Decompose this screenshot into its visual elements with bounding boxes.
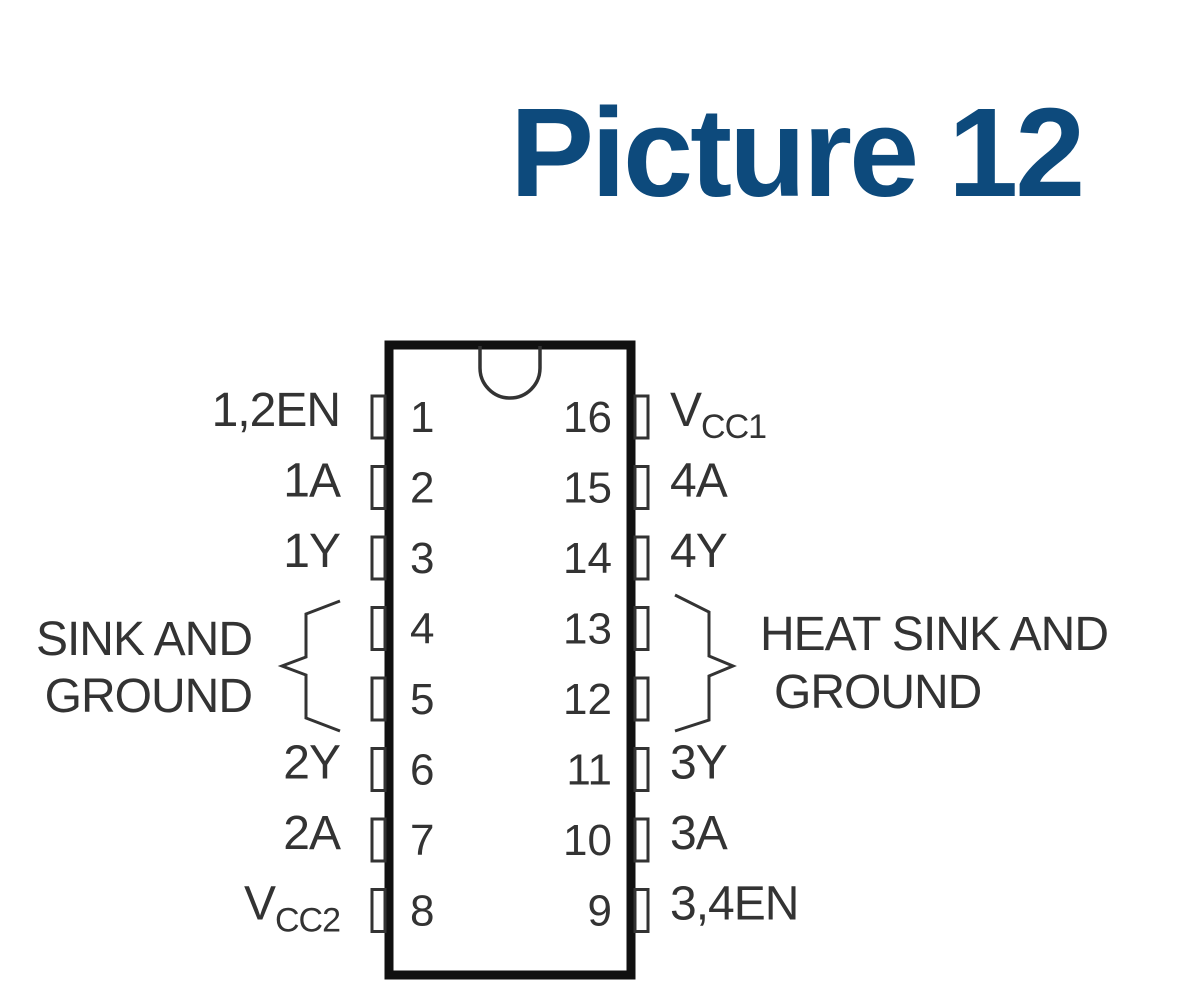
right-group-label-line2: GROUND bbox=[774, 666, 981, 719]
pin-label-right-2: 4A bbox=[670, 455, 728, 508]
pin-lead-left-4 bbox=[370, 606, 387, 651]
pin-number-left-5: 5 bbox=[410, 675, 434, 724]
pin-number-right-5: 12 bbox=[563, 675, 612, 724]
pin-number-right-7: 10 bbox=[563, 816, 612, 865]
pin-label-right-8: 3,4EN bbox=[670, 878, 798, 931]
pin-lead-left-2 bbox=[370, 465, 387, 510]
pin-lead-right-6 bbox=[633, 747, 650, 792]
pin-lead-right-7 bbox=[633, 817, 650, 863]
right-brace bbox=[674, 593, 737, 733]
pin-number-left-3: 3 bbox=[410, 534, 434, 583]
pin-label-right-3: 4Y bbox=[670, 525, 727, 578]
pin-lead-left-8 bbox=[370, 888, 387, 933]
page-title: Picture 12 bbox=[510, 82, 1085, 223]
right-group-label-line1: HEAT SINK AND bbox=[760, 608, 1108, 661]
pin-label-left-1: 1,2EN bbox=[212, 384, 340, 437]
pin-number-right-8: 9 bbox=[588, 887, 612, 936]
pin-label-right-6: 3Y bbox=[670, 737, 727, 790]
pin-number-left-4: 4 bbox=[410, 605, 434, 654]
pin-number-right-4: 13 bbox=[563, 605, 612, 654]
pin-label-left-6: 2Y bbox=[283, 737, 340, 790]
left-group-label-line1: SINK AND bbox=[36, 613, 252, 666]
left-group-label-line2: GROUND bbox=[45, 670, 252, 723]
pin-number-left-7: 7 bbox=[410, 816, 434, 865]
pin-lead-left-1 bbox=[370, 394, 387, 440]
pin-label-right-7: 3A bbox=[670, 807, 728, 860]
pin-lead-left-6 bbox=[370, 747, 387, 792]
pin-lead-left-3 bbox=[370, 535, 387, 581]
pin-number-right-1: 16 bbox=[563, 393, 612, 442]
pin-number-left-2: 2 bbox=[410, 464, 434, 513]
pin-lead-right-4 bbox=[633, 606, 650, 651]
chip-body bbox=[384, 340, 636, 980]
pin-number-left-6: 6 bbox=[410, 746, 434, 795]
pin-lead-left-7 bbox=[370, 817, 387, 863]
pin-number-right-2: 15 bbox=[563, 464, 612, 513]
pin-label-left-8: VCC2 bbox=[244, 878, 340, 940]
pin-number-left-8: 8 bbox=[410, 887, 434, 936]
pin-lead-right-5 bbox=[633, 676, 650, 722]
pin-number-left-1: 1 bbox=[410, 393, 434, 442]
pin-lead-left-5 bbox=[370, 676, 387, 722]
orientation-notch bbox=[478, 346, 542, 400]
pin-lead-right-3 bbox=[633, 535, 650, 581]
pin-number-right-3: 14 bbox=[563, 534, 612, 583]
pin-label-left-2: 1A bbox=[283, 455, 341, 508]
pin-label-right-1: VCC1 bbox=[670, 384, 766, 446]
pin-lead-right-2 bbox=[633, 465, 650, 510]
left-brace bbox=[277, 599, 341, 733]
pin-lead-right-1 bbox=[633, 394, 650, 440]
pin-label-left-7: 2A bbox=[283, 807, 341, 860]
pin-number-right-6: 11 bbox=[566, 746, 612, 795]
pin-label-left-3: 1Y bbox=[283, 525, 340, 578]
pin-lead-right-8 bbox=[633, 888, 650, 933]
